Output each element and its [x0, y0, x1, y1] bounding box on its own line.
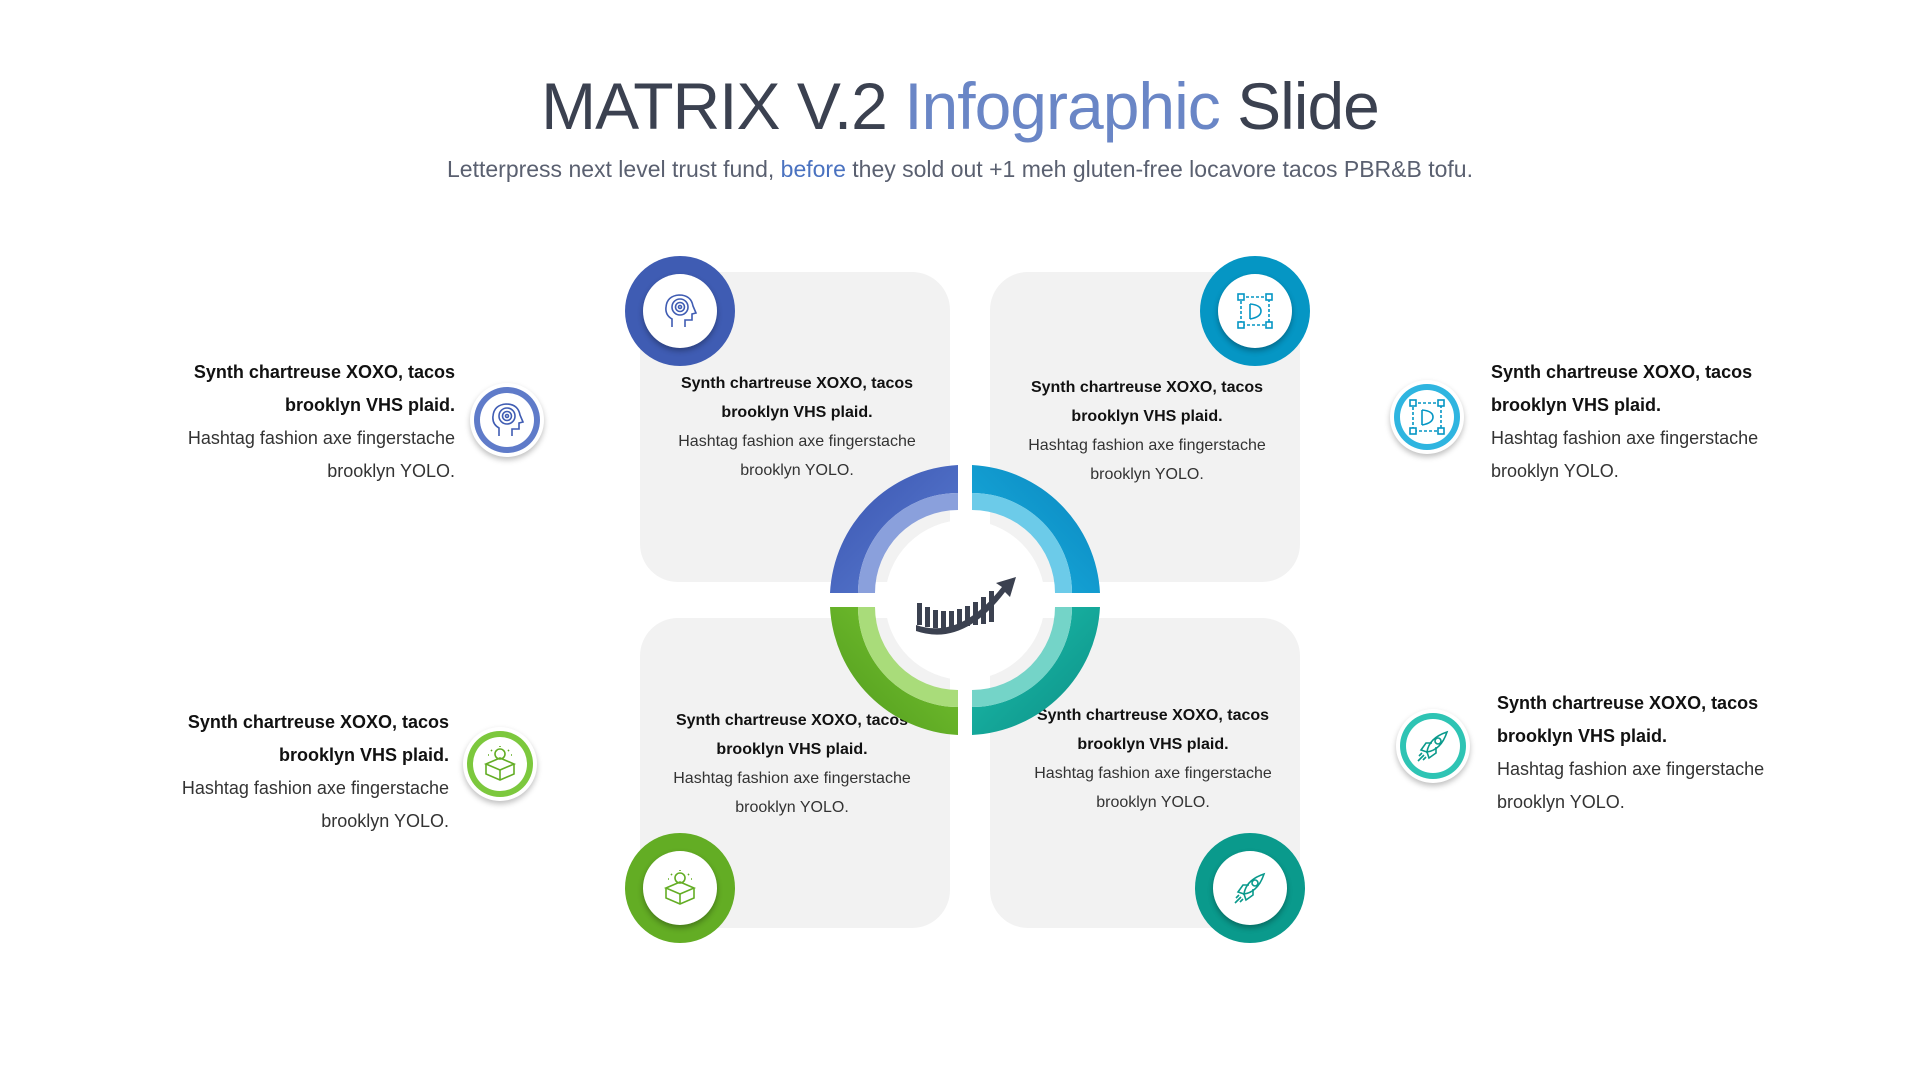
card-heading: Synth chartreuse XOXO, tacos brooklyn VH…: [1030, 379, 1264, 425]
head-brain-icon: [665, 294, 698, 327]
side-body: Hashtag fashion axe fingerstache brookly…: [1497, 759, 1765, 812]
subtitle-part1: Letterpress next level trust fund,: [447, 156, 781, 182]
side-body: Hashtag fashion axe fingerstache brookly…: [1491, 428, 1759, 481]
design-frame-icon: [1409, 399, 1445, 435]
quadrant-bottom-left: [830, 607, 958, 735]
side-text-top-right: Synth chartreuse XOXO, tacos brooklyn VH…: [1491, 356, 1771, 488]
badge-top-left: [625, 256, 735, 366]
quadrant-top-right: [972, 465, 1100, 593]
card-body: Hashtag fashion axe fingerstache brookly…: [673, 770, 911, 816]
subtitle-part2: they sold out +1 meh gluten-free locavor…: [845, 156, 1473, 182]
slide-title: MATRIX V.2 Infographic Slide: [0, 66, 1920, 146]
subtitle-accent: before: [780, 156, 846, 182]
rocket-icon: [1234, 872, 1266, 904]
side-body: Hashtag fashion axe fingerstache brookly…: [187, 428, 455, 481]
badge-bottom-left: [625, 833, 735, 943]
head-brain-icon: [492, 403, 525, 436]
side-text-top-left: Synth chartreuse XOXO, tacos brooklyn VH…: [175, 356, 455, 488]
design-frame-icon: [1237, 293, 1273, 329]
card-body: Hashtag fashion axe fingerstache brookly…: [1034, 765, 1272, 811]
side-heading: Synth chartreuse XOXO, tacos brooklyn VH…: [187, 712, 449, 765]
side-badge-top-left: [470, 383, 544, 457]
side-badge-top-right: [1390, 380, 1464, 454]
growth-chart-icon: [916, 577, 1016, 635]
card-text-bottom-right: Synth chartreuse XOXO, tacos brooklyn VH…: [1023, 701, 1283, 817]
side-heading: Synth chartreuse XOXO, tacos brooklyn VH…: [193, 362, 455, 415]
side-body: Hashtag fashion axe fingerstache brookly…: [181, 778, 449, 831]
title-part1: MATRIX V.2: [541, 69, 905, 143]
side-heading: Synth chartreuse XOXO, tacos brooklyn VH…: [1491, 362, 1753, 415]
card-text-top-right: Synth chartreuse XOXO, tacos brooklyn VH…: [1017, 373, 1277, 489]
center-ring: [830, 465, 1100, 735]
quadrant-bottom-right: [972, 607, 1100, 735]
rocket-icon: [1417, 730, 1449, 762]
card-text-bottom-left: Synth chartreuse XOXO, tacos brooklyn VH…: [662, 706, 922, 822]
slide-subtitle: Letterpress next level trust fund, befor…: [0, 152, 1920, 186]
badge-bottom-right: [1195, 833, 1305, 943]
card-body: Hashtag fashion axe fingerstache brookly…: [1028, 437, 1266, 483]
card-heading: Synth chartreuse XOXO, tacos brooklyn VH…: [675, 712, 909, 758]
card-body: Hashtag fashion axe fingerstache brookly…: [678, 433, 916, 479]
idea-box-icon: [663, 870, 697, 905]
idea-box-icon: [483, 746, 517, 781]
side-text-bottom-right: Synth chartreuse XOXO, tacos brooklyn VH…: [1497, 687, 1777, 819]
side-text-bottom-left: Synth chartreuse XOXO, tacos brooklyn VH…: [169, 706, 449, 838]
quadrant-top-left: [830, 465, 958, 593]
title-part2: Slide: [1219, 69, 1380, 143]
badge-top-right: [1200, 256, 1310, 366]
side-badge-bottom-left: [463, 727, 537, 801]
card-text-top-left: Synth chartreuse XOXO, tacos brooklyn VH…: [667, 369, 927, 485]
card-heading: Synth chartreuse XOXO, tacos brooklyn VH…: [680, 375, 914, 421]
side-heading: Synth chartreuse XOXO, tacos brooklyn VH…: [1497, 693, 1759, 746]
title-accent: Infographic: [904, 69, 1221, 143]
card-heading: Synth chartreuse XOXO, tacos brooklyn VH…: [1036, 707, 1270, 753]
side-badge-bottom-right: [1396, 709, 1470, 783]
